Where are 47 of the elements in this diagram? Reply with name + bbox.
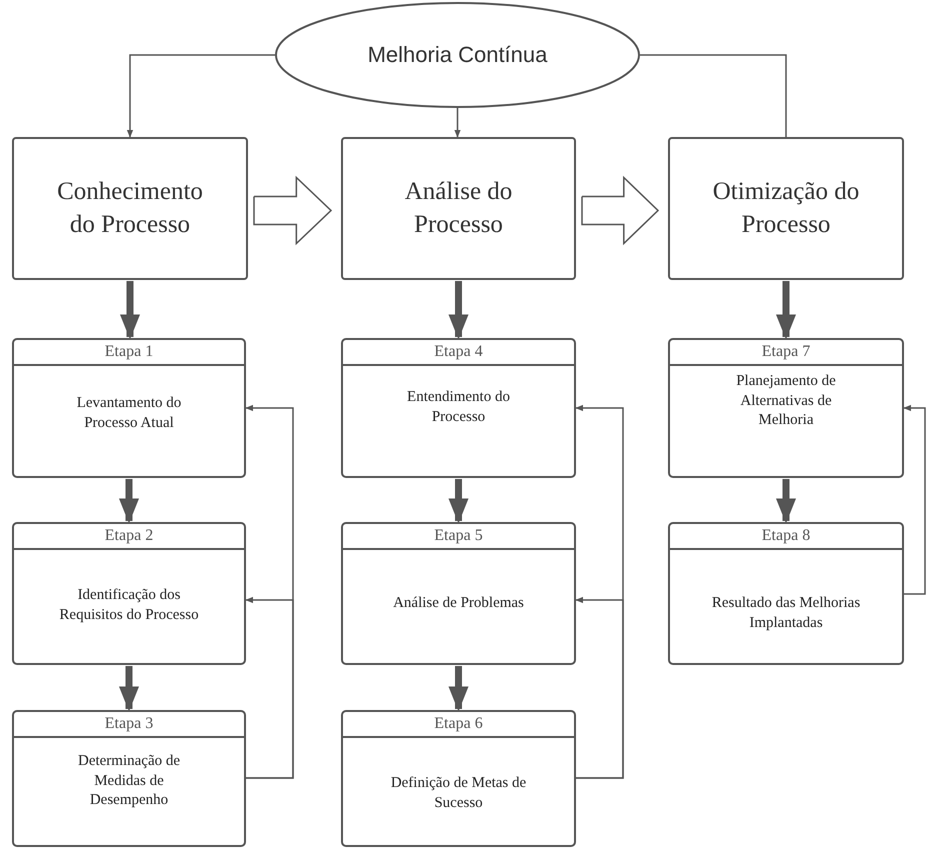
arrow <box>575 596 624 779</box>
step-description: Entendimento do Processo <box>406 388 511 426</box>
stage-box <box>341 137 576 280</box>
block-arrow <box>581 176 660 246</box>
thick-arrow <box>448 666 469 712</box>
step-card <box>12 710 246 847</box>
step-heading: Etapa 6 <box>434 715 483 733</box>
step-card <box>12 338 246 478</box>
arrow <box>903 404 926 595</box>
arrow <box>126 54 275 138</box>
ellipse-label: Melhoria Contínua <box>368 42 548 68</box>
connector-line <box>640 54 787 137</box>
step-heading: Etapa 1 <box>104 343 154 361</box>
thick-arrow <box>118 666 140 712</box>
step-heading: Etapa 4 <box>434 343 483 361</box>
arrow <box>245 596 294 779</box>
step-card <box>341 710 576 847</box>
stage-box <box>668 137 904 280</box>
step-card <box>668 522 904 665</box>
step-heading: Etapa 3 <box>104 715 154 733</box>
step-description: Planejamento de Alternativas de Melhoria <box>735 372 837 430</box>
step-description: Análise de Problemas <box>392 594 525 613</box>
thick-arrow <box>448 281 469 340</box>
stage-box <box>12 137 248 280</box>
stage-title: Análise do Processo <box>404 177 514 240</box>
stage-title: Conhecimento do Processo <box>56 177 204 240</box>
step-card <box>668 338 904 478</box>
step-heading: Etapa 8 <box>762 527 810 545</box>
step-heading: Etapa 7 <box>762 343 810 361</box>
thick-arrow <box>776 281 796 340</box>
thick-arrow <box>448 479 469 524</box>
thick-arrow <box>120 281 140 340</box>
step-description: Definição de Metas de Sucesso <box>390 774 528 812</box>
thick-arrow <box>118 479 140 524</box>
step-heading: Etapa 5 <box>434 527 483 545</box>
step-card <box>341 522 576 665</box>
step-description: Levantamento do Processo Atual <box>76 394 182 432</box>
step-description: Resultado das Melhorias Implantadas <box>710 594 862 632</box>
thick-arrow <box>776 479 796 524</box>
step-card <box>341 338 576 478</box>
step-heading: Etapa 2 <box>104 527 154 545</box>
step-description: Identificação dos Requisitos do Processo <box>58 586 200 624</box>
step-card <box>12 522 246 665</box>
arrow <box>454 108 461 138</box>
block-arrow <box>253 176 332 246</box>
stage-title: Otimização do Processo <box>712 177 860 240</box>
step-description: Determinação de Medidas de Desempenho <box>76 752 182 810</box>
